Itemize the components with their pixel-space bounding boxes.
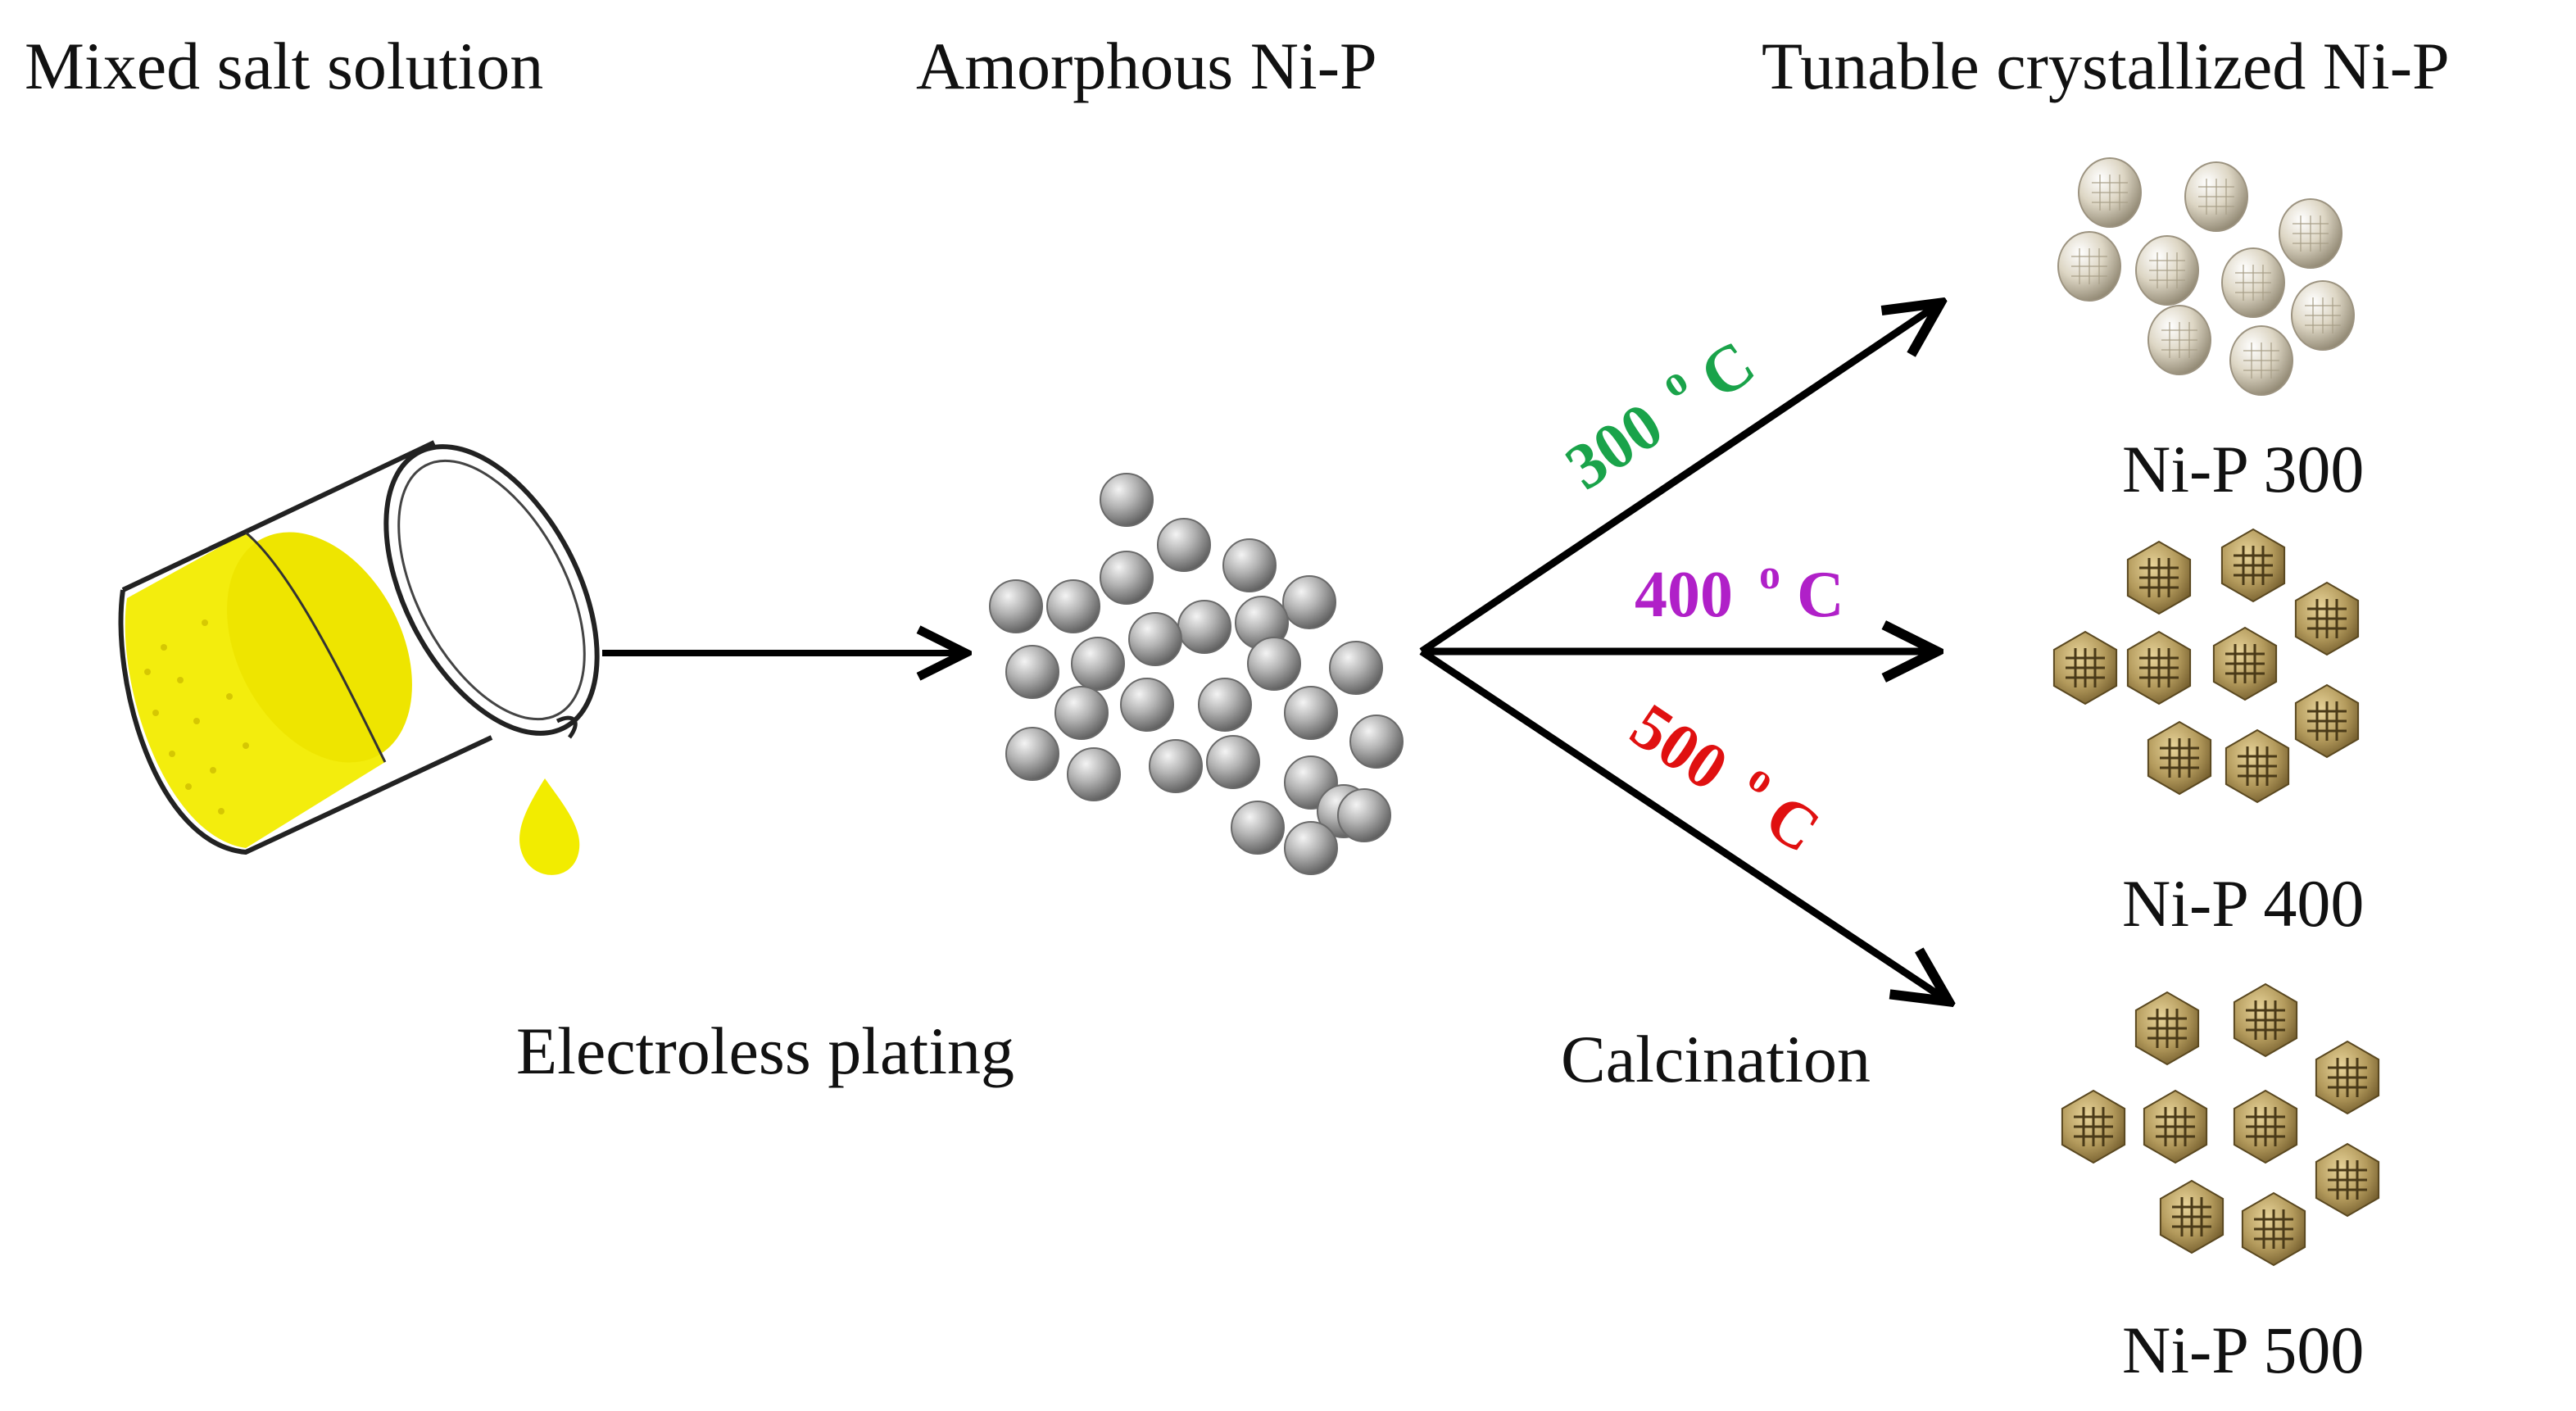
temp-500-text: 500 o C [1618,667,1848,867]
temp-label-400: 400 o C [1635,531,1844,631]
beaker-icon [118,440,600,875]
temp-400-text: 400 o C [1635,531,1844,631]
amorphous-particle [1046,579,1100,633]
product-label-ni-p-500: Ni-P 500 [2122,1313,2364,1387]
amorphous-particle [1071,637,1125,691]
crystalline-particle-500 [2061,1089,2126,1164]
temp-400-unit: C [1797,559,1844,631]
temp-300-value: 300 [1553,389,1676,504]
crystalline-particle-300 [2078,157,2142,228]
temp-500-value: 500 [1618,690,1740,805]
crystalline-particle-500 [2134,991,2200,1066]
temp-label-500: 500 o C [1618,667,1848,867]
crystalline-cluster-300 [2057,157,2355,396]
amorphous-particle [989,579,1043,633]
amorphous-particle [1149,739,1203,793]
temp-label-300: 300 o C [1538,304,1767,504]
amorphous-particle [1120,678,1174,732]
crystalline-particle-300 [2279,198,2342,269]
amorphous-particle [1100,473,1154,527]
crystalline-particle-300 [2221,247,2285,318]
amorphous-particle [1128,612,1182,666]
amorphous-particle [1222,538,1277,592]
crystalline-cluster-400 [2052,528,2360,804]
temp-300-text: 300 o C [1538,304,1767,504]
crystalline-particle-400 [2052,630,2118,706]
crystalline-particle-400 [2126,540,2192,615]
title-tunable-crystallized-ni-p: Tunable crystallized Ni-P [1762,29,2450,103]
crystalline-particle-500 [2143,1089,2208,1164]
title-mixed-salt-solution: Mixed salt solution [25,29,543,103]
amorphous-particle [1231,801,1285,855]
crystalline-particle-400 [2294,683,2360,759]
crystalline-particle-300 [2184,161,2248,232]
amorphous-particle [1284,821,1338,875]
amorphous-particle [1282,575,1336,629]
amorphous-particle [1284,686,1338,740]
amorphous-particle [1100,551,1154,605]
crystalline-particle-500 [2315,1040,2380,1115]
temp-300-degree: o [1653,356,1696,407]
amorphous-particle [1054,686,1109,740]
amorphous-particle [1247,637,1301,691]
temp-300-unit: C [1688,327,1767,413]
arrow-300 [1419,305,1938,655]
crystalline-particle-400 [2294,581,2360,656]
amorphous-particle [1005,645,1059,699]
temp-500-degree: o [1739,754,1783,805]
amorphous-particle [1067,747,1121,801]
crystalline-particle-300 [2147,305,2211,375]
crystalline-particle-300 [2291,280,2355,351]
arrow-500 [1419,648,1946,1000]
label-electroless-plating: Electroless plating [516,1014,1014,1088]
crystalline-particle-400 [2126,630,2192,706]
crystalline-particle-500 [2233,1089,2298,1164]
amorphous-particle [1157,518,1211,572]
amorphous-particle [1349,715,1404,769]
crystalline-particle-400 [2212,626,2278,701]
crystalline-particle-400 [2225,728,2290,804]
label-calcination: Calcination [1561,1022,1871,1096]
temp-400-degree: o [1759,551,1780,598]
crystalline-particle-300 [2229,325,2293,396]
amorphous-particle [1206,735,1260,789]
amorphous-ni-p-cluster [989,473,1404,875]
crystalline-particle-300 [2057,231,2121,302]
temp-400-value: 400 [1635,559,1733,631]
amorphous-particle [1329,641,1383,695]
crystalline-particle-500 [2233,982,2298,1058]
product-label-ni-p-300: Ni-P 300 [2122,432,2364,506]
title-amorphous-ni-p: Amorphous Ni-P [916,29,1377,103]
crystalline-particle-400 [2220,528,2286,603]
crystalline-particle-500 [2241,1191,2306,1267]
crystalline-particle-400 [2147,720,2212,796]
temp-500-unit: C [1753,781,1832,867]
amorphous-particle [1198,678,1252,732]
crystalline-particle-300 [2135,235,2199,306]
amorphous-particle [1337,788,1391,842]
crystalline-particle-500 [2315,1142,2380,1218]
amorphous-particle [1005,727,1059,781]
crystalline-cluster-500 [2061,982,2380,1267]
product-label-ni-p-400: Ni-P 400 [2122,866,2364,941]
amorphous-particle [1177,600,1231,654]
crystalline-particle-500 [2159,1179,2225,1254]
